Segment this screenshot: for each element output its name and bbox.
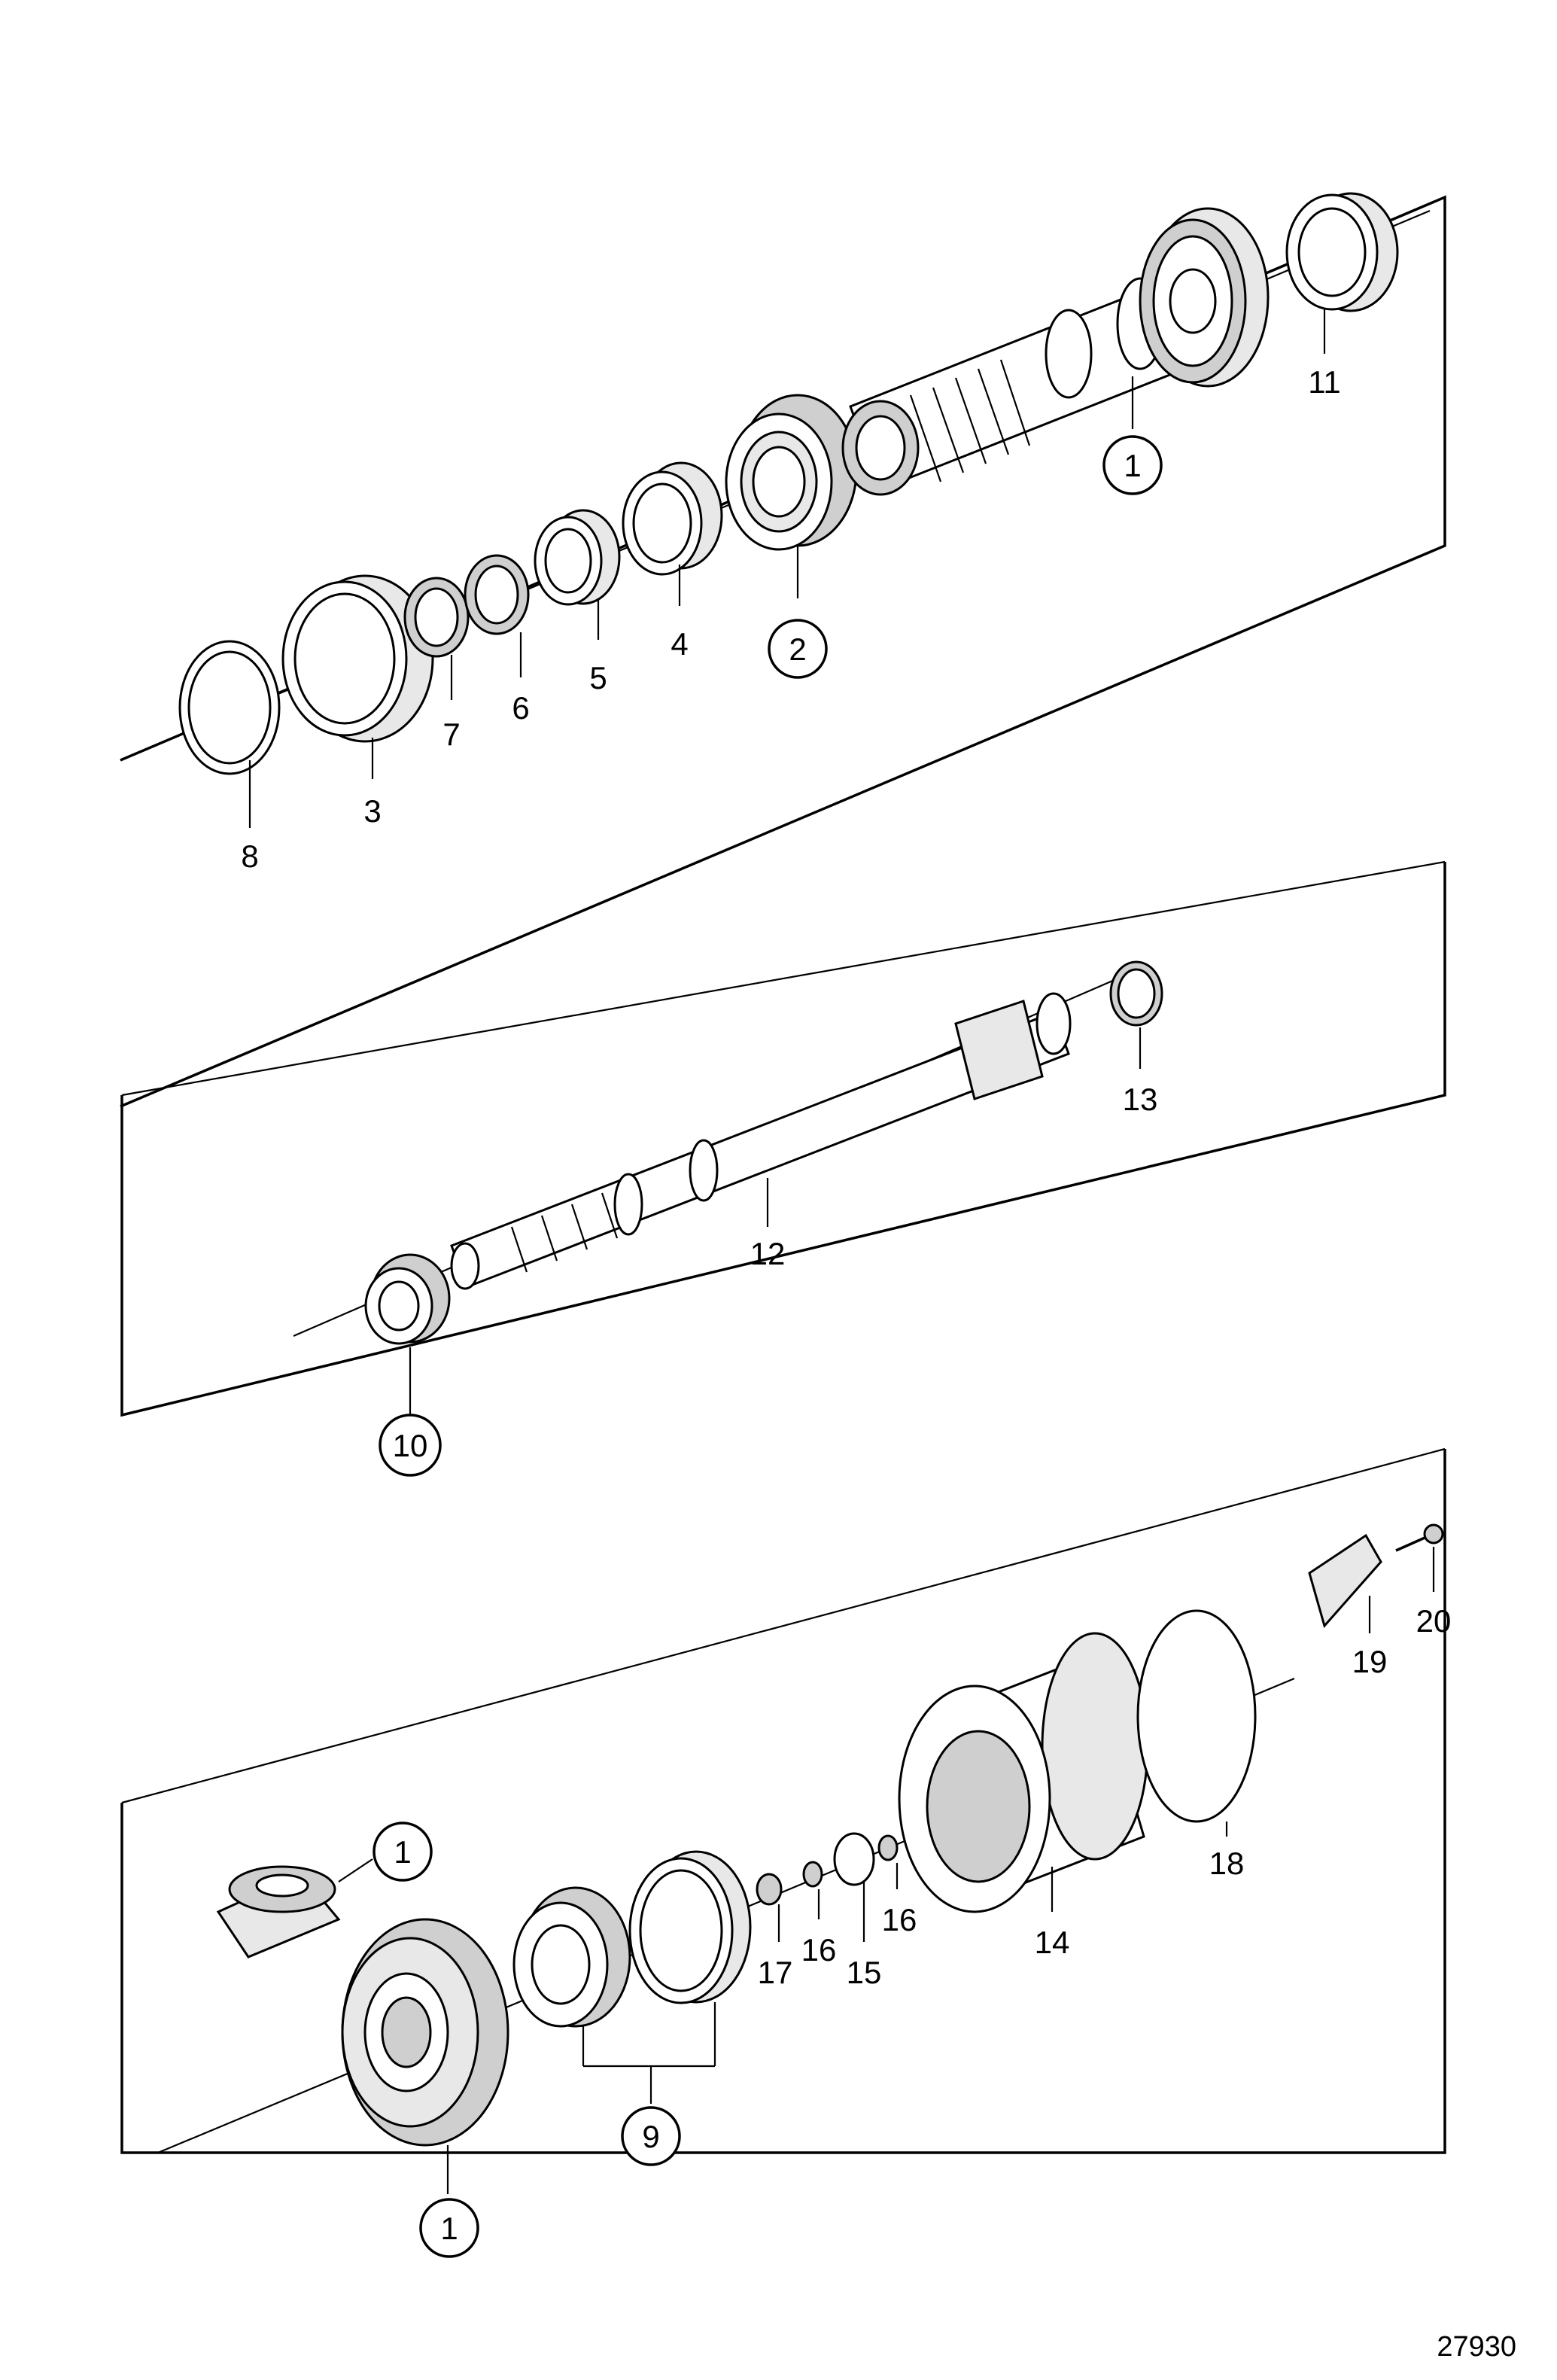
callout-6: 6 (512, 690, 529, 726)
callout-19: 19 (1352, 1644, 1388, 1679)
part-2-tapered-roller-bearing (725, 394, 858, 551)
part-1-pinion-shaft (841, 207, 1270, 496)
callout-16-left: 16 (801, 1932, 837, 1968)
part-3-bearing-cup (281, 574, 434, 743)
part-1-pinion-gear-small (216, 1865, 341, 1958)
callout-15: 15 (847, 1955, 882, 1990)
part-20-screw (1395, 1523, 1444, 1552)
part-8-shim-ring (178, 640, 281, 775)
callout-1-crown: 1 (440, 2211, 458, 2246)
part-17-bolt (756, 1873, 783, 1906)
callout-2: 2 (789, 632, 806, 667)
callout-9: 9 (642, 2119, 659, 2154)
callout-circle-10 (379, 1414, 442, 1477)
callout-18: 18 (1209, 1846, 1245, 1881)
part-1-crown-gear (341, 1918, 509, 2147)
panel-gear-housing-assembly: 1 1 9 17 16 15 16 14 18 19 20 (120, 1447, 1452, 2258)
callout-17: 17 (758, 1955, 793, 1990)
part-13-o-ring (1109, 960, 1163, 1027)
callout-20: 20 (1416, 1603, 1452, 1639)
callout-11: 11 (1308, 364, 1341, 400)
callout-14: 14 (1035, 1925, 1070, 1960)
callout-circle-1-small (373, 1822, 433, 1882)
callout-16-right: 16 (882, 1902, 917, 1937)
callout-circle-9 (621, 2106, 681, 2166)
part-14-gear-housing (898, 1632, 1149, 1913)
callout-4: 4 (671, 626, 688, 662)
panel-upper-shaft-assembly: 8 3 7 6 5 4 2 1 11 (120, 192, 1446, 1108)
part-6-seal-ring (464, 554, 530, 635)
part-9-bearing-and-cup (512, 1850, 752, 2028)
callout-circle-2 (768, 619, 828, 679)
part-16-washer-right (877, 1834, 899, 1861)
figure-number: 27930 (1437, 2331, 1516, 2363)
part-18-o-ring (1136, 1609, 1257, 1823)
callout-8: 8 (241, 838, 258, 874)
part-7-seal-ring (403, 577, 470, 658)
callout-circle-1-crown (419, 2198, 479, 2258)
callout-1-small: 1 (394, 1834, 411, 1870)
callout-1-top: 1 (1124, 448, 1141, 483)
part-19-retainer-bracket (1308, 1533, 1382, 1629)
part-5-bushing (534, 509, 621, 606)
callout-10: 10 (393, 1428, 428, 1463)
callout-12: 12 (750, 1236, 786, 1271)
panel-propeller-shaft-assembly: 10 12 13 (120, 860, 1446, 1477)
part-15-plate (833, 1832, 875, 1886)
part-16-washer-left (802, 1861, 823, 1888)
part-12-propeller-shaft (450, 992, 1072, 1290)
callout-5: 5 (589, 660, 607, 695)
part-11-bearing-cup (1285, 192, 1399, 312)
callout-circle-1-top (1102, 435, 1163, 495)
part-4-spacer-sleeve (622, 461, 723, 576)
callout-13: 13 (1123, 1082, 1158, 1117)
callout-3: 3 (363, 793, 381, 829)
part-10-bearing-cone (364, 1253, 451, 1345)
callout-7: 7 (442, 717, 460, 752)
